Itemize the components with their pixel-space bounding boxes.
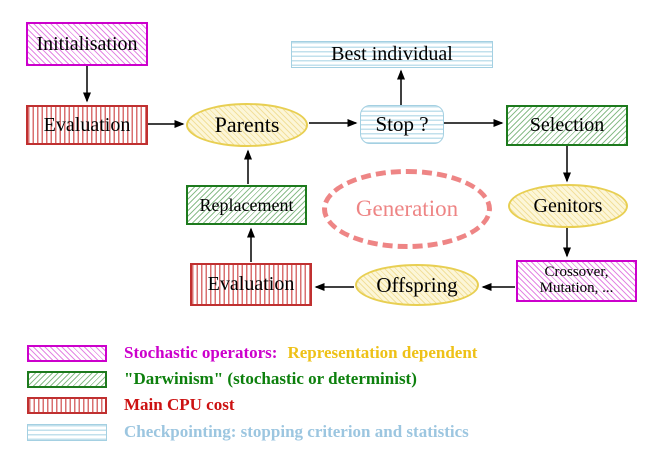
node-replacement: Replacement <box>186 185 307 225</box>
node-genitors-label: Genitors <box>533 194 603 217</box>
legend-row-stochastic-operators: Stochastic operators: Representation dep… <box>124 343 478 362</box>
node-stop: Stop ? <box>360 105 444 144</box>
node-stop-label: Stop ? <box>375 112 429 137</box>
node-best-individual: Best individual <box>291 41 493 68</box>
node-evaluation-top-label: Evaluation <box>43 113 131 136</box>
legend-label-darwinism: "Darwinism" (stochastic or determinist) <box>124 369 417 388</box>
node-initialisation: Initialisation <box>26 22 148 66</box>
legend-label-representation-dependent: Representation dependent <box>287 343 478 362</box>
node-replacement-label: Replacement <box>199 194 294 215</box>
node-selection: Selection <box>506 105 628 146</box>
node-evaluation-bottom-label: Evaluation <box>207 273 295 295</box>
node-parents-label: Parents <box>214 112 280 138</box>
legend-row-darwinism: "Darwinism" (stochastic or determinist) <box>124 369 417 388</box>
node-selection-label: Selection <box>529 114 605 136</box>
node-crossover-line1: Crossover, <box>544 264 609 281</box>
node-generation-label: Generation <box>355 195 459 221</box>
node-evaluation-bottom: Evaluation <box>190 263 312 306</box>
node-generation: Generation <box>322 169 492 249</box>
legend-row-checkpointing: Checkpointing: stopping criterion and st… <box>124 422 469 441</box>
legend-label-main-cpu-cost: Main CPU cost <box>124 395 235 414</box>
legend-swatch-stochastic-operators <box>27 345 107 362</box>
node-offspring-label: Offspring <box>376 272 458 297</box>
legend-label-stochastic-operators: Stochastic operators: <box>124 343 278 362</box>
node-parents: Parents <box>186 103 308 147</box>
node-crossover-mutation: Crossover, Mutation, ... <box>516 260 637 302</box>
node-evaluation-top: Evaluation <box>26 105 148 145</box>
legend-label-checkpointing: Checkpointing: stopping criterion and st… <box>124 422 469 441</box>
node-genitors: Genitors <box>508 184 628 228</box>
legend-swatch-darwinism <box>27 371 107 388</box>
node-best-individual-label: Best individual <box>331 43 453 65</box>
node-crossover-line2: Mutation, ... <box>539 280 614 296</box>
legend-row-main-cpu-cost: Main CPU cost <box>124 395 235 414</box>
node-initialisation-label: Initialisation <box>36 32 138 55</box>
legend-swatch-checkpointing <box>27 424 107 441</box>
legend-swatch-main-cpu-cost <box>27 397 107 414</box>
node-offspring: Offspring <box>355 264 479 306</box>
